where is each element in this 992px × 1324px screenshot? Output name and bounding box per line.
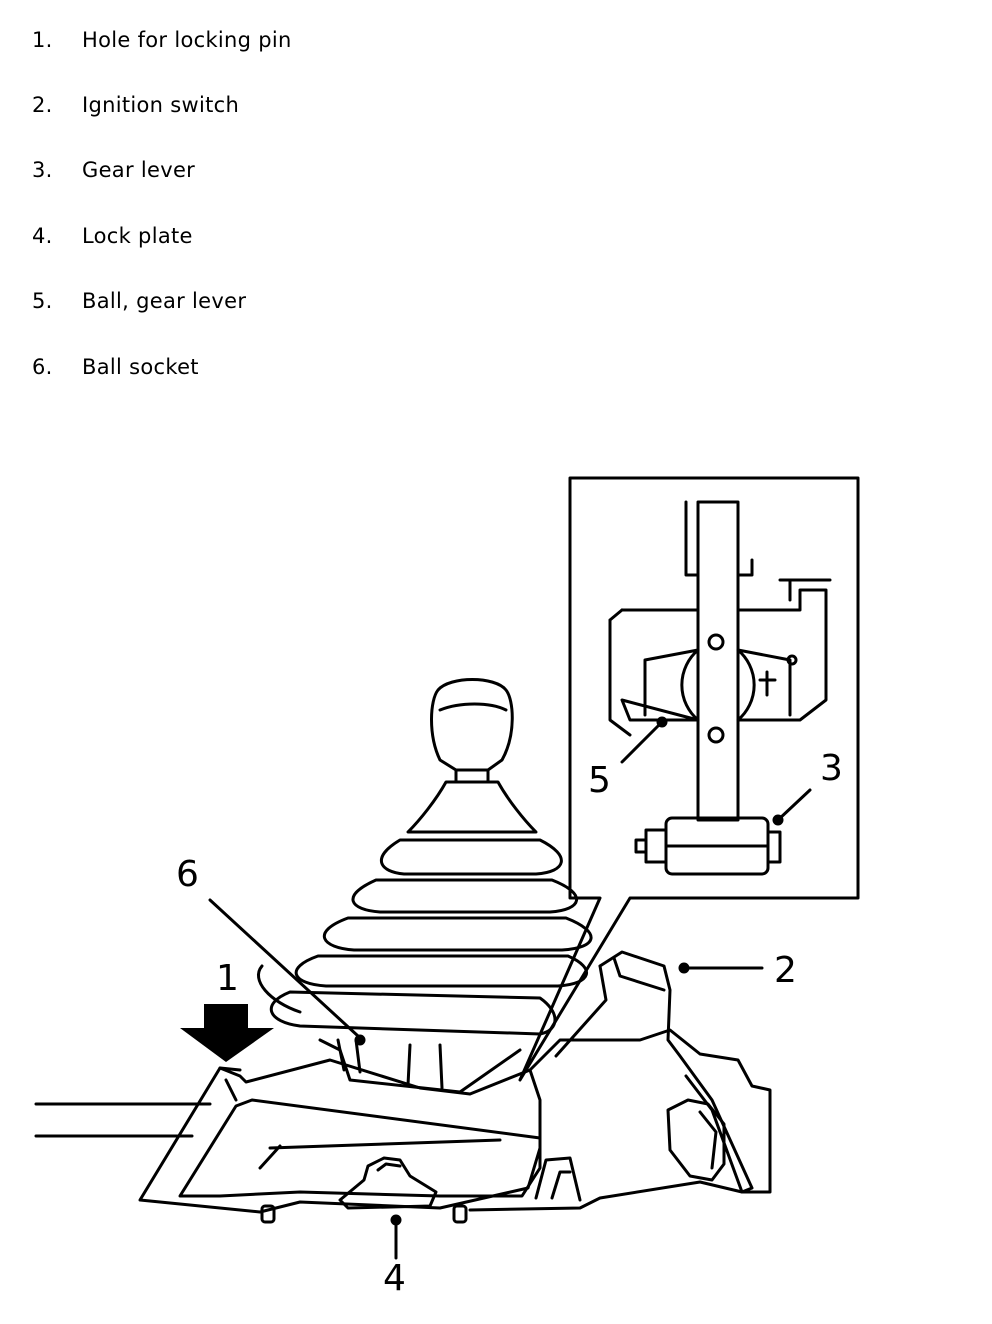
legend-label: Ball, gear lever — [82, 289, 247, 313]
ignition-switch-assembly — [554, 950, 754, 1194]
boot-fold-5 — [269, 990, 557, 1036]
legend-label: Ball socket — [82, 355, 199, 379]
console-housing — [34, 1028, 772, 1224]
callout-2: 2 — [774, 950, 797, 991]
legend-item-4: 4. Lock plate — [32, 224, 193, 248]
callout-4: 4 — [383, 1258, 406, 1299]
inset-ball — [680, 648, 756, 722]
legend-item-3: 3. Gear lever — [32, 158, 195, 182]
legend-item-2: 2. Ignition switch — [32, 93, 239, 117]
legend: 1. Hole for locking pin 2. Ignition switch… — [0, 0, 992, 420]
legend-number: 4. — [32, 224, 53, 248]
legend-item-6: 6. Ball socket — [32, 355, 199, 379]
console-right-block — [468, 1028, 772, 1212]
inset-hole-lower — [707, 726, 725, 744]
boot-fold-4 — [294, 954, 588, 988]
legend-label: Lock plate — [82, 224, 193, 248]
leader-6 — [208, 898, 360, 1038]
callout-1: 1 — [216, 958, 239, 999]
boot-fold-3 — [322, 916, 593, 952]
legend-number: 5. — [32, 289, 53, 313]
inset-lever-shaft — [696, 500, 740, 822]
inset-hole-upper — [707, 633, 725, 651]
callout-6: 6 — [176, 854, 199, 895]
lock-plate — [338, 1156, 438, 1210]
boot-lip — [257, 964, 302, 1014]
legend-number: 1. — [32, 28, 53, 52]
legend-label: Gear lever — [82, 158, 196, 182]
detail-inset — [518, 476, 860, 1082]
boot-fold-2 — [351, 878, 578, 914]
legend-number: 6. — [32, 355, 53, 379]
leader-3 — [776, 788, 812, 822]
arrow-down-icon — [180, 1004, 274, 1062]
leader-5 — [620, 720, 664, 764]
legend-item-5: 5. Ball, gear lever — [32, 289, 246, 313]
gear-knob — [430, 678, 514, 772]
legend-label: Ignition switch — [82, 93, 240, 117]
ball-socket — [318, 1034, 522, 1094]
legend-number: 3. — [32, 158, 53, 182]
callout-5: 5 — [588, 760, 611, 801]
callout-3: 3 — [820, 748, 843, 789]
console-outer — [138, 1058, 542, 1214]
gear-knob-and-boot — [257, 678, 593, 1036]
boot-neck — [406, 780, 538, 834]
legend-item-1: 1. Hole for locking pin — [32, 28, 292, 52]
console-inner — [178, 1098, 542, 1198]
ignition-switch — [598, 950, 754, 1194]
legend-label: Hole for locking pin — [82, 28, 292, 52]
inset-frame — [518, 476, 860, 1082]
legend-number: 2. — [32, 93, 53, 117]
boot-fold-1 — [379, 838, 563, 876]
